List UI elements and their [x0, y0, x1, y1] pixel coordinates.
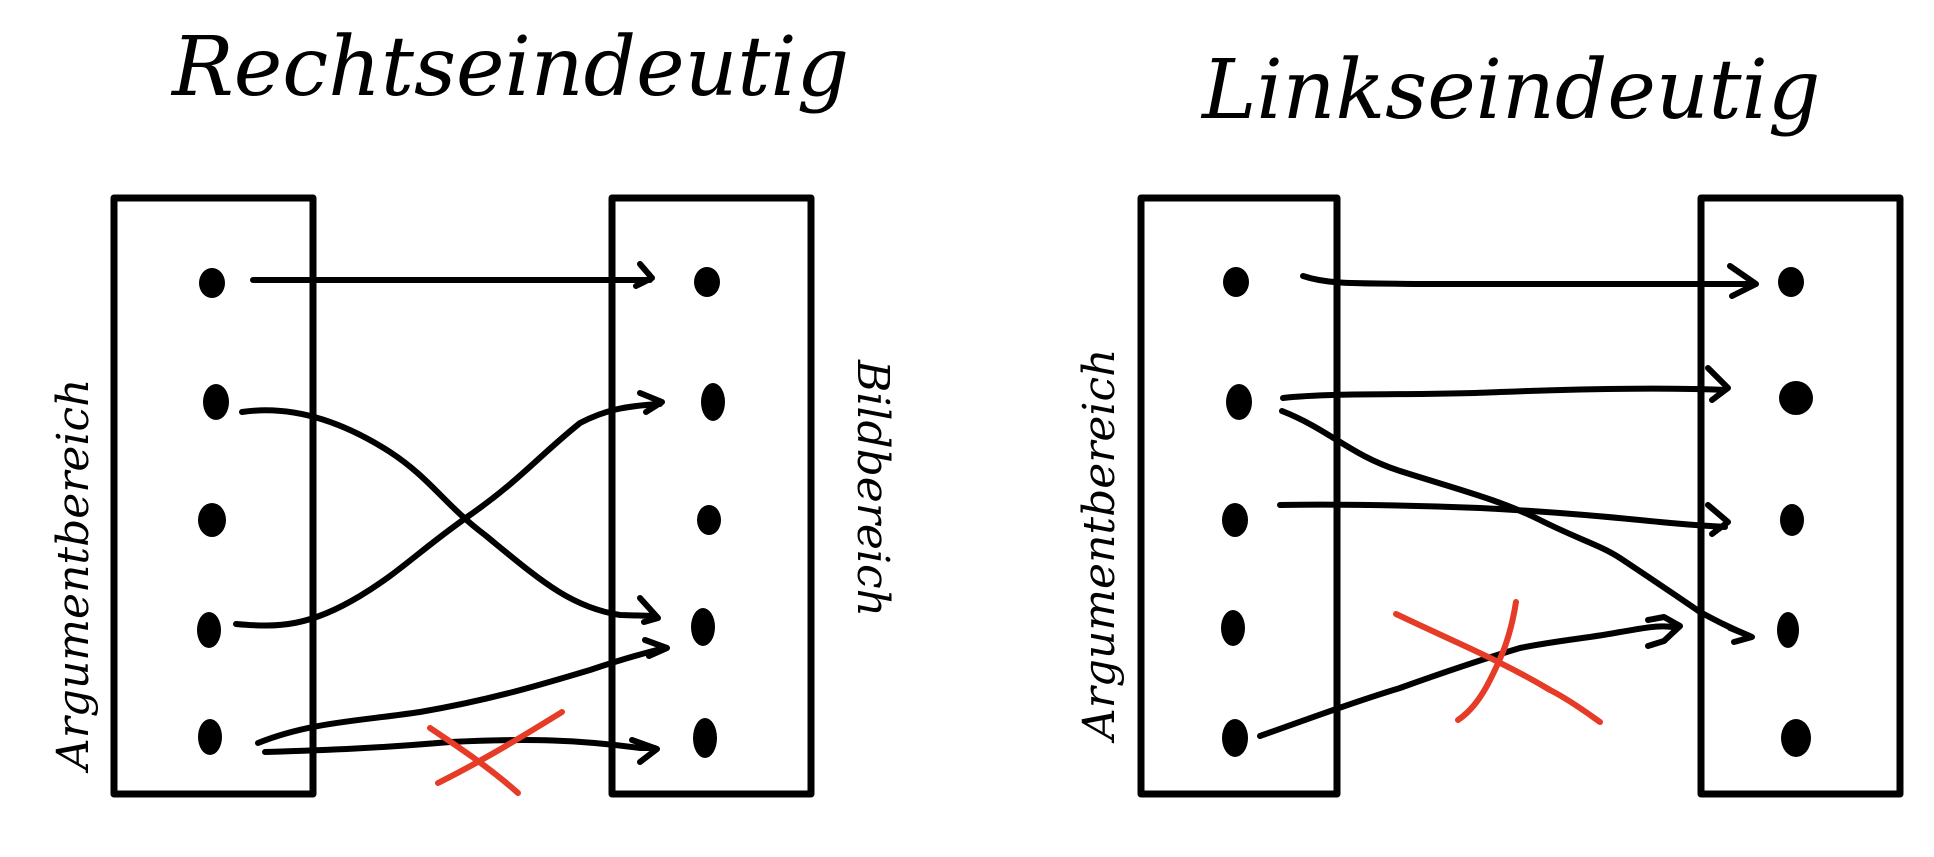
right-domain-points: [1221, 267, 1252, 757]
right-title: Linkseindeutig: [1200, 43, 1820, 138]
right-domain-point-1: [1223, 267, 1249, 297]
left-codomain-box: [608, 194, 815, 798]
left-panel: Rechtseindeutig Argumentbereich Bildbere…: [48, 20, 898, 798]
left-codomain-point-1: [694, 267, 720, 297]
right-codomain-point-2: [1779, 381, 1813, 415]
right-codomain-point-1: [1778, 267, 1804, 297]
left-codomain-label: Bildbereich: [847, 359, 898, 617]
right-codomain-box: [1697, 194, 1904, 798]
left-codomain-point-5: [693, 718, 717, 758]
right-domain-point-5: [1222, 719, 1248, 757]
right-codomain-points: [1777, 267, 1813, 757]
right-domain-point-2: [1226, 384, 1252, 420]
left-arrow-2-to-4: [239, 407, 661, 625]
left-codomain-point-4: [691, 608, 715, 646]
right-panel: Linkseindeutig Argumentbereich: [1074, 43, 1904, 798]
right-arrow-2-to-2: [1280, 365, 1731, 403]
right-arrow-5-to-4-invalid: [1257, 614, 1683, 739]
right-domain-point-3: [1222, 503, 1248, 537]
left-domain-point-2: [203, 384, 229, 420]
left-title: Rechtseindeutig: [170, 20, 849, 115]
right-domain-point-4: [1221, 610, 1245, 646]
left-domain-point-5: [198, 719, 222, 755]
left-codomain-point-3: [697, 505, 721, 535]
right-domain-label: Argumentbereich: [1074, 349, 1125, 744]
left-codomain-points: [691, 267, 725, 758]
right-codomain-point-4: [1777, 612, 1799, 648]
right-codomain-point-5: [1781, 719, 1811, 757]
left-arrow-5-to-4: [255, 637, 670, 746]
right-arrow-2-to-4: [1279, 408, 1755, 645]
left-arrow-4-to-2: [233, 390, 665, 629]
left-mappings: [233, 261, 670, 796]
left-codomain-point-2: [701, 383, 725, 421]
left-domain-point-1: [199, 268, 225, 298]
right-codomain-point-3: [1780, 504, 1804, 536]
left-invalid-cross: [427, 709, 565, 796]
left-domain-point-3: [198, 503, 226, 537]
right-arrow-1-to-1: [1300, 263, 1759, 299]
left-domain-box: [110, 194, 317, 798]
right-mappings: [1257, 263, 1759, 739]
left-arrow-1-to-1: [250, 261, 655, 289]
left-domain-points: [197, 268, 229, 755]
right-domain-box: [1137, 194, 1341, 798]
right-invalid-cross: [1393, 599, 1603, 725]
right-arrow-3-to-3: [1277, 501, 1731, 537]
left-domain-label: Argumentbereich: [48, 379, 99, 774]
left-domain-point-4: [197, 612, 221, 648]
